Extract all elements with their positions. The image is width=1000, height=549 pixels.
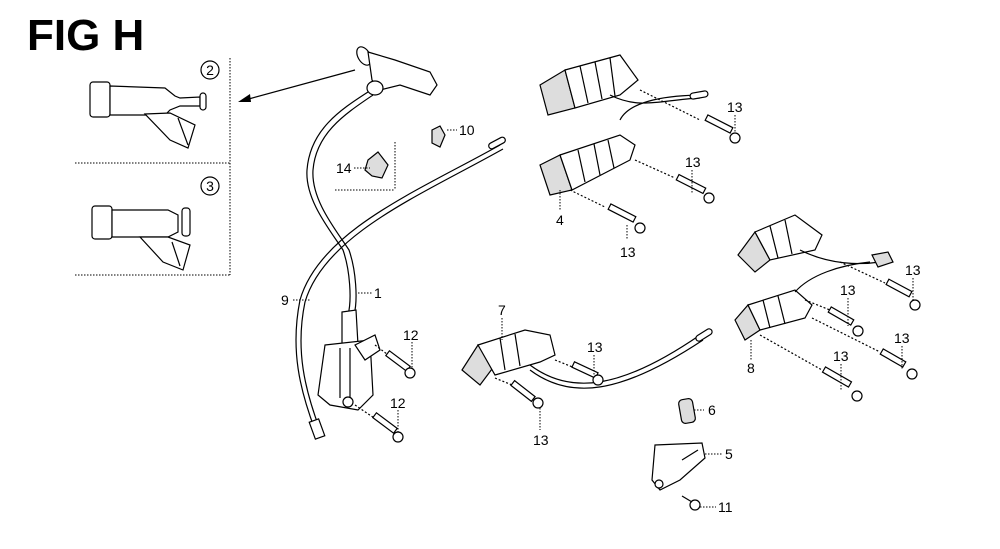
- callout-13-h: 13: [894, 330, 910, 346]
- coil-7: [461, 328, 713, 389]
- callout-9: 9: [281, 292, 289, 308]
- callout-13-f: 13: [905, 262, 921, 278]
- callout-13-g: 13: [840, 282, 856, 298]
- clip-10: [431, 125, 446, 148]
- bolt-12-upper: [374, 344, 416, 379]
- inset-panel: [75, 58, 231, 276]
- ref-circle-2: [200, 60, 220, 80]
- plug-cap-main: [356, 46, 438, 96]
- leader-lines: [293, 115, 914, 508]
- callout-12-upper: 12: [403, 327, 419, 343]
- inset-plug-cap-2: 2: [89, 60, 220, 149]
- bolt-13-f: [839, 261, 921, 311]
- bolt-13-a: [639, 89, 741, 144]
- figure-title: FIG H: [27, 11, 145, 60]
- callout-5: 5: [725, 446, 733, 462]
- callout-10: 10: [459, 122, 475, 138]
- ignition-coil: [317, 309, 381, 411]
- bolt-13-g: [804, 299, 864, 337]
- callout-12-lower: 12: [390, 395, 406, 411]
- grommet-6: [678, 398, 696, 424]
- callout-13-c: 13: [620, 244, 636, 260]
- callout-14: 14: [336, 160, 352, 176]
- callout-13-e: 13: [533, 432, 549, 448]
- bolt-13-e: [494, 377, 544, 409]
- ref-circle-3: [200, 176, 220, 196]
- bolt-12-lower: [354, 404, 404, 443]
- callout-8: 8: [747, 360, 755, 376]
- plate-5: [651, 442, 706, 491]
- bolt-13-c: [569, 189, 646, 234]
- reference-arrow: [238, 69, 356, 102]
- bolt-13-i: [759, 334, 863, 402]
- callout-13-d: 13: [587, 339, 603, 355]
- callout-13-b: 13: [685, 154, 701, 170]
- ref-label-2: 2: [206, 62, 214, 78]
- callout-1: 1: [374, 285, 382, 301]
- bolt-13-b: [634, 159, 715, 204]
- ref-label-3: 3: [206, 178, 214, 194]
- callout-13-a: 13: [727, 99, 743, 115]
- wire-9: [295, 136, 506, 440]
- clamp-14: [335, 142, 396, 191]
- charge-coil-4: [539, 134, 636, 196]
- screw-11: [681, 495, 701, 511]
- callout-7: 7: [498, 302, 506, 318]
- charge-coil-upper: [539, 54, 709, 121]
- callout-13-i: 13: [833, 348, 849, 364]
- bolt-13-h: [811, 317, 918, 380]
- callout-4: 4: [556, 212, 564, 228]
- callout-6: 6: [708, 402, 716, 418]
- coil-right-upper: [737, 214, 894, 273]
- inset-plug-cap-3: 3: [91, 176, 220, 271]
- bolt-13-d: [554, 359, 604, 386]
- ignition-coil-lead: [306, 91, 374, 316]
- callout-11: 11: [718, 499, 733, 515]
- coil-8: [734, 261, 871, 341]
